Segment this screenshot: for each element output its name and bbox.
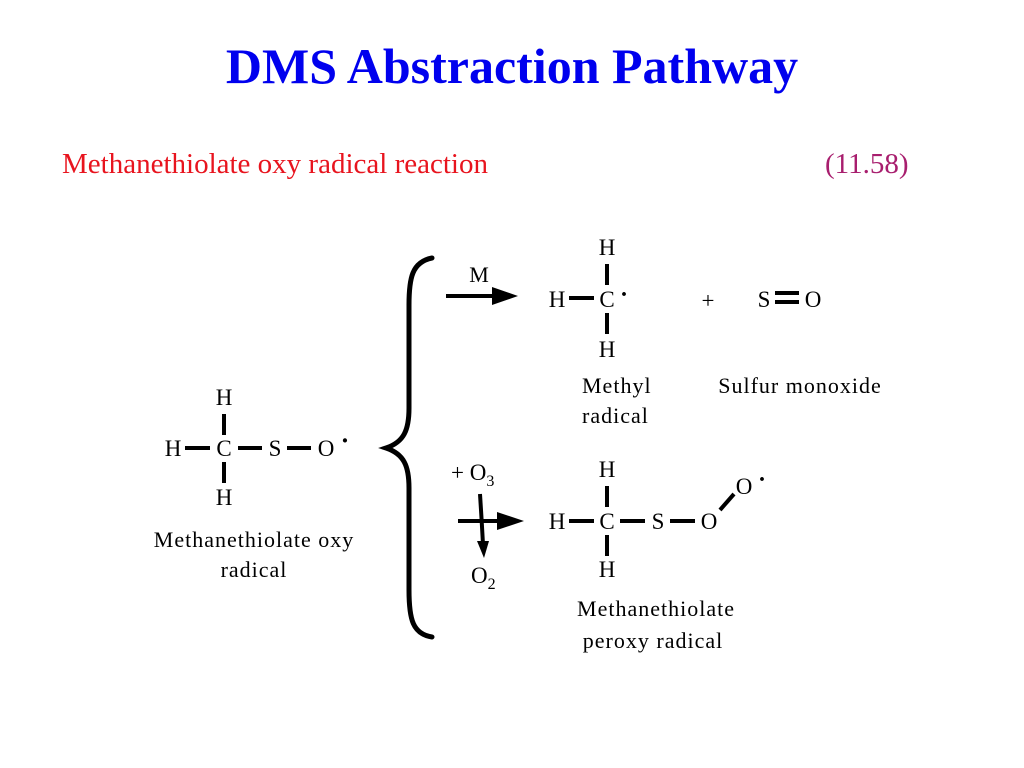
upper-reagent-m: M xyxy=(469,262,489,287)
methyl-name-line2: radical xyxy=(582,403,649,428)
methyl-h-left: H xyxy=(549,287,566,312)
peroxy-h-top: H xyxy=(599,457,616,482)
peroxy-h-left: H xyxy=(549,509,566,534)
methyl-carbon: C xyxy=(599,287,614,312)
peroxy-oxygen-2: O xyxy=(736,474,753,499)
equation-number: (11.58) xyxy=(825,148,909,180)
so-sulfur: S xyxy=(758,287,771,312)
reactant-h-top: H xyxy=(216,385,233,410)
peroxy-radical-dot: · xyxy=(758,467,766,493)
upper-plus-sign: + xyxy=(702,288,715,313)
upper-reaction-arrow xyxy=(446,287,518,305)
reaction-subtitle: Methanethiolate oxy radical reaction xyxy=(62,148,488,180)
reactant-radical-dot: · xyxy=(341,426,350,455)
reactant-oxygen: O xyxy=(318,436,335,461)
reactant-name-line1: Methanethiolate oxy xyxy=(154,527,354,552)
lower-byproduct-o2: O2 xyxy=(471,563,496,593)
so-oxygen: O xyxy=(805,287,822,312)
methyl-radical-dot: · xyxy=(620,282,628,308)
lower-path: + O3 O2 H H C S O O · H Methanethiolate … xyxy=(451,457,766,653)
peroxy-bond-o-o xyxy=(718,492,736,512)
reactant-sulfur: S xyxy=(269,436,282,461)
reactant-h-bottom: H xyxy=(216,485,233,510)
reactant-structure: H H C S O · H Methanethiolate oxy radica… xyxy=(154,385,354,582)
peroxy-carbon: C xyxy=(599,509,614,534)
slide-title: DMS Abstraction Pathway xyxy=(225,38,799,94)
branch-brace xyxy=(378,255,435,640)
lower-reaction-arrow xyxy=(458,512,524,530)
peroxy-name-line1: Methanethiolate xyxy=(577,596,735,621)
so-name: Sulfur monoxide xyxy=(718,373,882,398)
reactant-carbon: C xyxy=(216,436,231,461)
lower-reagent-o3: + O3 xyxy=(451,460,494,490)
o2-release-arrowhead xyxy=(477,541,489,558)
peroxy-sulfur: S xyxy=(652,509,665,534)
o2-release-arrow xyxy=(478,493,485,546)
methyl-name-line1: Methyl xyxy=(582,373,652,398)
peroxy-h-bottom: H xyxy=(599,557,616,582)
methyl-h-top: H xyxy=(599,235,616,260)
upper-path: M H H C · H Methyl radical + S O Sulfur … xyxy=(446,235,882,428)
reactant-h-left: H xyxy=(165,436,182,461)
reactant-name-line2: radical xyxy=(221,557,288,582)
methyl-h-bottom: H xyxy=(599,337,616,362)
peroxy-oxygen-1: O xyxy=(701,509,718,534)
peroxy-name-line2: peroxy radical xyxy=(583,628,723,653)
